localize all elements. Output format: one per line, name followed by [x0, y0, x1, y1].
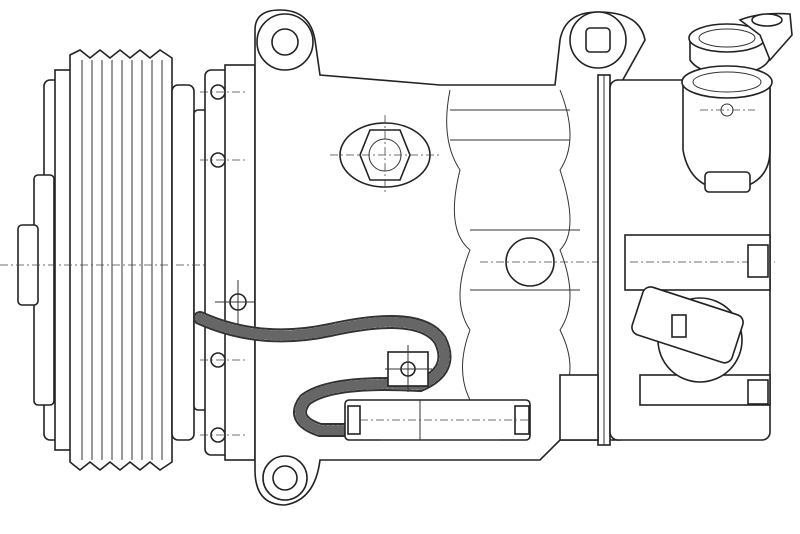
- electrical-connector: [344, 374, 599, 441]
- service-ports: [681, 12, 793, 193]
- front-housing: [200, 64, 260, 461]
- pulley: [0, 48, 230, 472]
- pulley-grooves: [81, 60, 163, 460]
- wiring-harness: [193, 311, 452, 437]
